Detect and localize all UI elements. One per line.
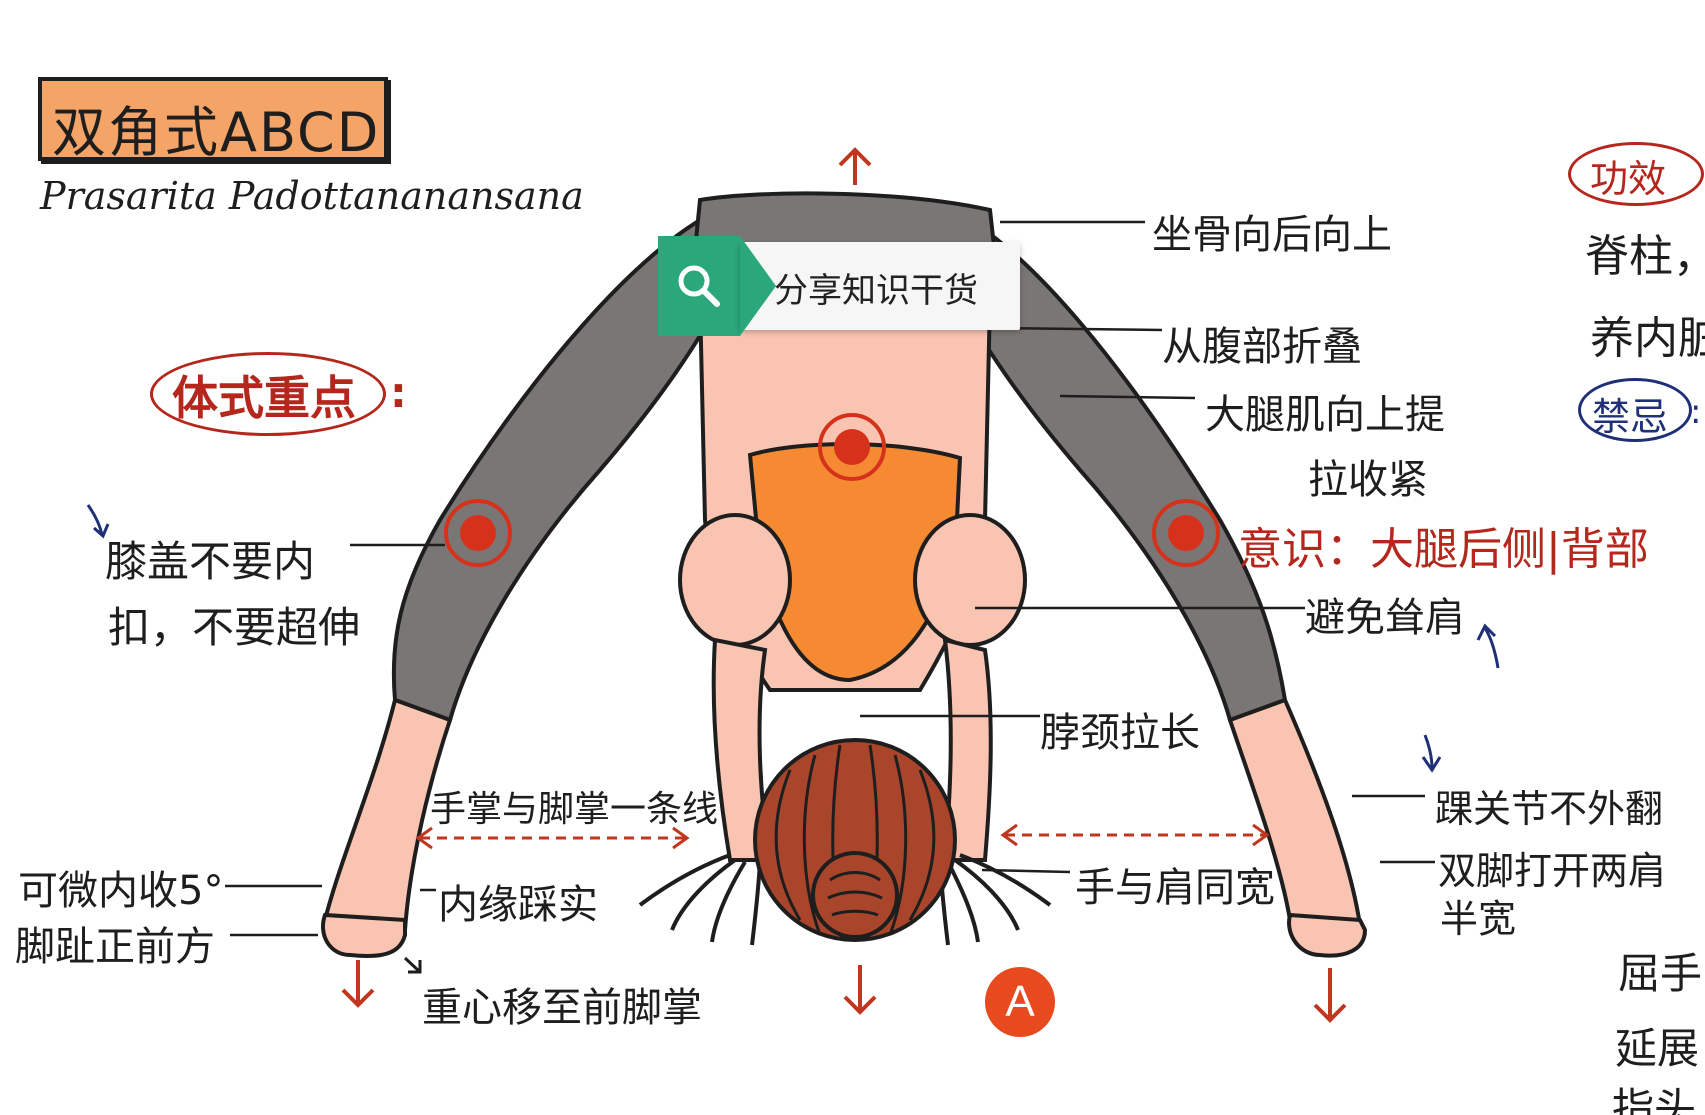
marker-spine [818,413,886,481]
effects-heading: 功效 [1590,157,1667,201]
label-toes-in: 可微内收5° [18,868,224,914]
effects-oval [1568,142,1704,206]
label-toes-forward: 脚趾正前方 [15,924,215,970]
left-foot [321,912,407,958]
right-text-3: 屈手 [1618,949,1703,998]
search-text: 分享知识干货 [774,271,978,311]
leader-lines [225,220,1435,937]
label-feet-width-1: 双脚打开两肩 [1438,849,1667,893]
search-icon [678,265,720,307]
label-fold: 从腹部折叠 [1162,324,1362,370]
right-text-4: 延展 [1615,1024,1700,1073]
right-text-2: 养内脏 [1590,313,1705,364]
marker-knee-left [444,499,512,567]
hair-bun [811,851,899,939]
right-hand [938,853,1052,946]
page-title: 双角式ABCD [52,101,381,164]
variation-badge: A [985,967,1055,1037]
key-points-oval [150,352,386,436]
search-field[interactable] [740,242,1020,330]
label-weight: 重心移至前脚掌 [422,985,702,1031]
key-points-heading: 体式重点 [172,371,356,425]
left-shoulder [678,513,792,647]
label-knee-1: 膝盖不要内 [105,537,316,586]
label-feet-width-2: 半宽 [1440,897,1517,941]
title-box [38,77,388,161]
search-bar[interactable]: 分享知识干货 [658,236,1020,336]
right-foot [1287,912,1368,958]
right-shoulder [913,513,1027,647]
label-neck: 脖颈拉长 [1040,710,1200,756]
label-ankle: 踝关节不外翻 [1435,787,1664,831]
direction-arrows [341,147,1347,1023]
key-points-colon: : [390,368,407,417]
right-text-5: 指头 [1612,1084,1697,1115]
label-thigh-1: 大腿肌向上提 [1205,392,1445,438]
label-knee-2: 扣，不要超伸 [108,603,361,652]
label-palm-line: 手掌与脚掌一条线 [430,789,719,830]
dashed-arrows [420,833,1265,840]
contraindications-colon: : [1690,392,1702,432]
marker-knee-right [1152,499,1220,567]
label-shoulders: 避免耸肩 [1305,595,1465,641]
right-arm [942,637,993,862]
right-text-1: 脊柱， [1585,231,1705,282]
label-hands-width: 手与肩同宽 [1075,865,1275,911]
navy-arrows [86,504,1500,773]
label-awareness: 意识：大腿后侧|背部 [1238,524,1649,575]
contraindications-heading: 禁忌 [1592,395,1669,439]
head [753,738,957,942]
label-inner-edge: 内缘踩实 [438,882,598,928]
subtitle: Prasarita Padottananansana [40,174,584,218]
search-arrow-shape [740,236,776,336]
contraindications-oval [1578,378,1692,442]
search-button[interactable] [658,236,740,336]
label-sitbone: 坐骨向后向上 [1152,212,1392,258]
label-thigh-2: 拉收紧 [1308,457,1428,503]
left-hand [638,853,762,946]
